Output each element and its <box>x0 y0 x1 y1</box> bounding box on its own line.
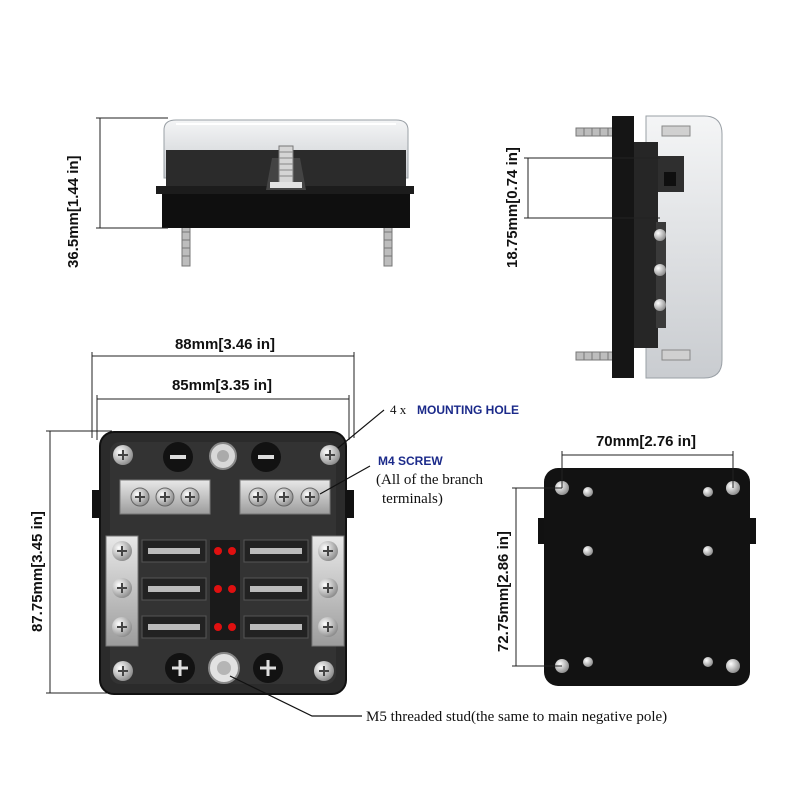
front-view: 88mm[3.46 in] 85mm[3.35 in] 87.75mm[3.45… <box>29 336 355 695</box>
end-terminals <box>654 222 666 328</box>
left-terminals <box>105 535 139 647</box>
dim-end-height: 18.75mm[0.74 in] <box>504 147 521 268</box>
m5-stud-label: M5 threaded stud(the same to main negati… <box>366 709 667 725</box>
dim-total-height: 87.75mm[3.45 in] <box>29 511 46 632</box>
dim-hole-width: 85mm[3.35 in] <box>172 377 272 394</box>
callout-mounting-hole: 4 x MOUNTING HOLE <box>337 402 519 449</box>
end-view: 18.75mm[0.74 in] <box>504 115 723 379</box>
mounting-hole-label: MOUNTING HOLE <box>417 403 519 417</box>
dim-back-width: 70mm[2.76 in] <box>596 433 696 450</box>
top-bus-bar-right <box>239 479 331 515</box>
branch-terminals-line2: terminals) <box>382 491 443 507</box>
side-view: 36.5mm[1.44 in] <box>65 117 414 268</box>
negative-sockets-bottom <box>165 653 283 683</box>
back-view: 70mm[2.76 in] 72.75mm[2.86 in] <box>495 433 756 686</box>
negative-sockets-top <box>163 442 281 472</box>
fuse-slots <box>141 539 309 639</box>
end-screw-top <box>575 127 615 137</box>
right-terminals <box>311 535 345 647</box>
dim-outer-width: 88mm[3.46 in] <box>175 336 275 353</box>
branch-terminals-line1: (All of the branch <box>376 472 484 488</box>
m4-screw-label: M4 SCREW <box>378 454 443 468</box>
dim-side-height: 36.5mm[1.44 in] <box>65 155 82 268</box>
top-bus-bar-left <box>119 479 211 515</box>
dim-back-height: 72.75mm[2.86 in] <box>495 531 512 652</box>
callout-m5-stud: M5 threaded stud(the same to main negati… <box>229 675 667 725</box>
mounting-hole-prefix: 4 x <box>390 402 407 417</box>
callout-m4-screw: M4 SCREW (All of the branch terminals) <box>319 454 484 507</box>
end-base <box>612 116 634 378</box>
mounting-holes <box>113 445 340 681</box>
end-screw-bottom <box>575 351 615 361</box>
fuse-indicator-leds <box>210 540 240 640</box>
back-plate <box>544 468 750 686</box>
